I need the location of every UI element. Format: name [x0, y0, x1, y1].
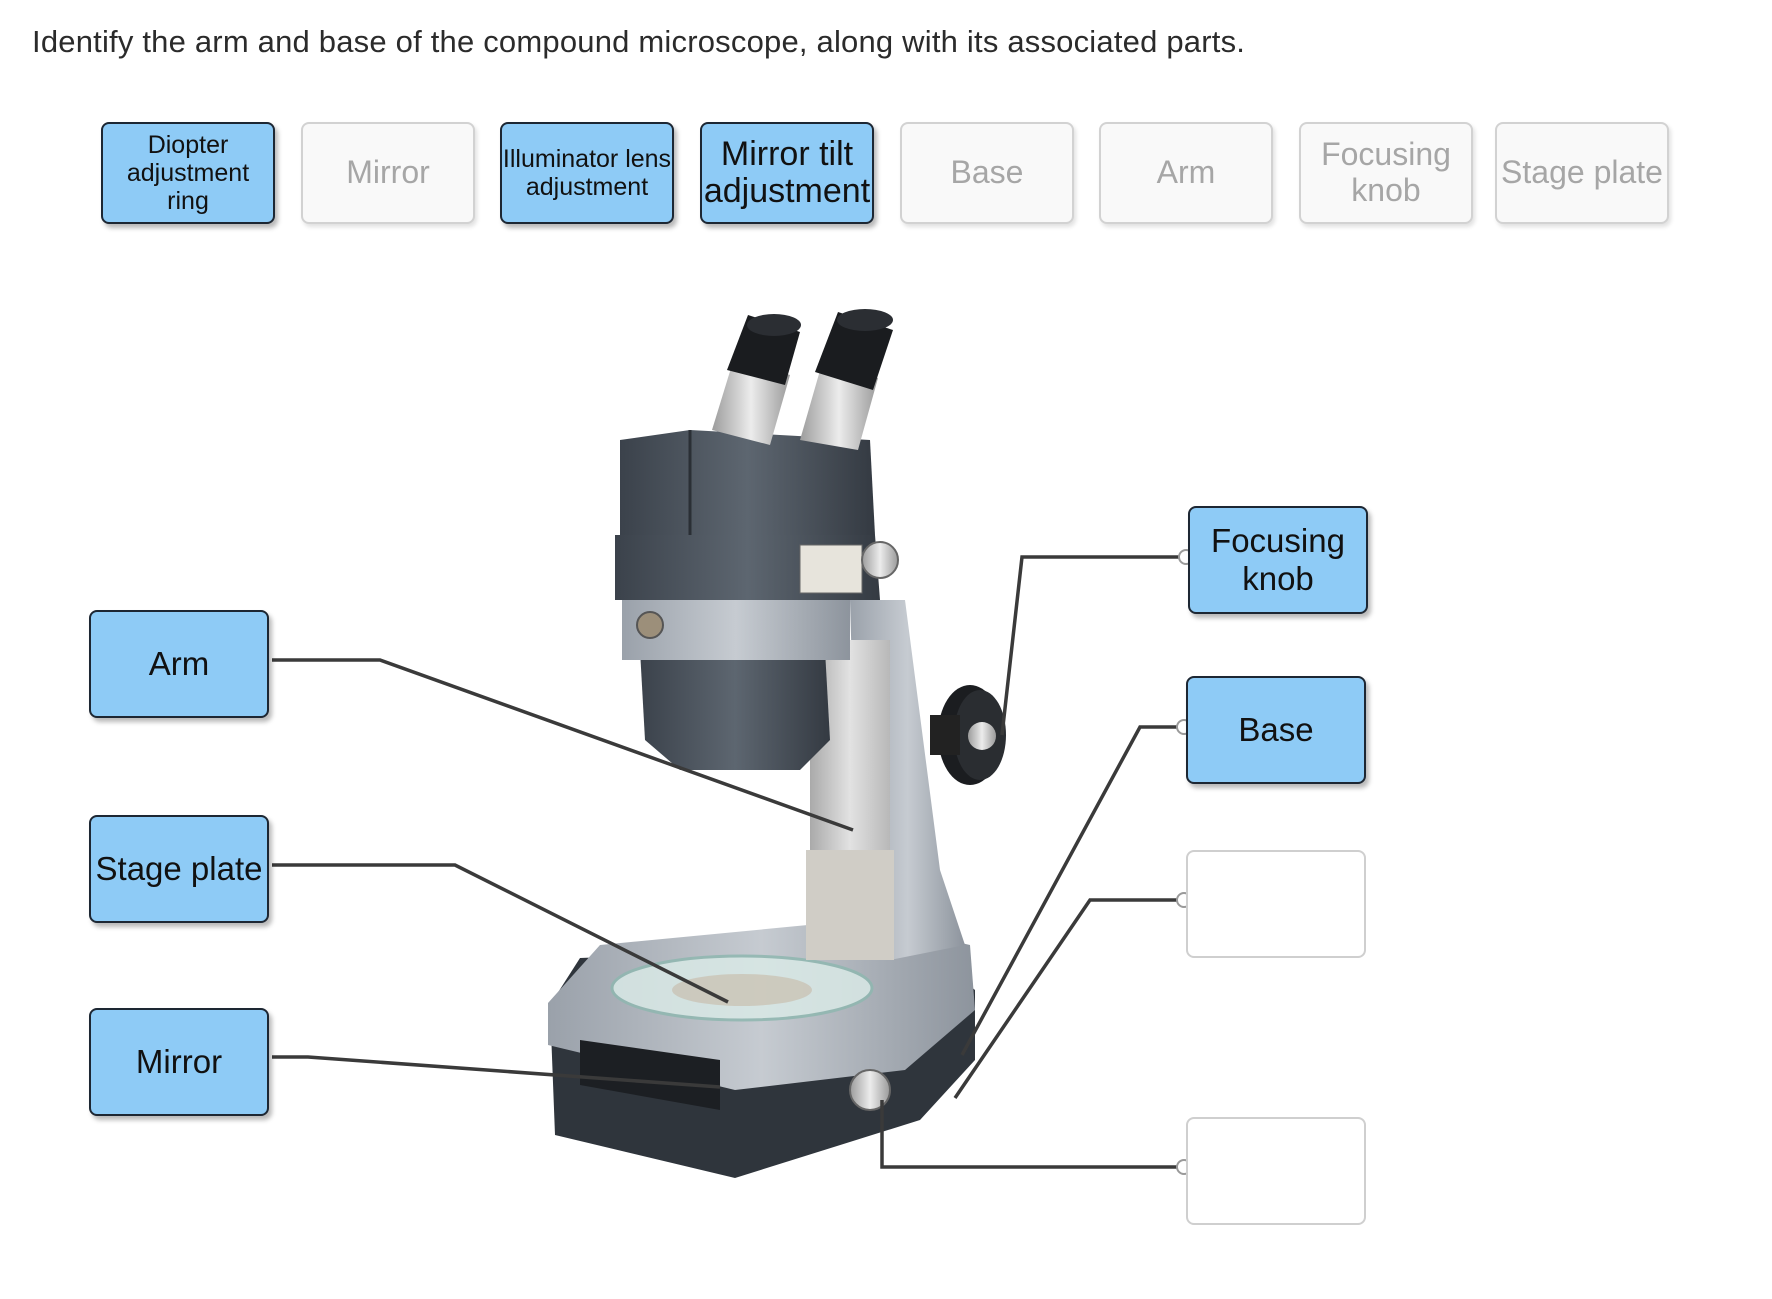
- drop-target-left-3[interactable]: Mirror: [89, 1008, 269, 1116]
- bank-chip-arm[interactable]: Arm: [1099, 122, 1273, 224]
- bank-chip-base[interactable]: Base: [900, 122, 1074, 224]
- bank-chip-diopter-adjustment-ring[interactable]: Diopter adjustment ring: [101, 122, 275, 224]
- microscope-head-drawing: [615, 430, 899, 770]
- drop-target-right-1[interactable]: Focusing knob: [1188, 506, 1368, 614]
- drop-target-left-2[interactable]: Stage plate: [89, 815, 269, 923]
- leader-line-base: [960, 725, 1184, 1056]
- leader-line-arm: [272, 658, 854, 832]
- leader-line-focusing-knob: [1000, 555, 1186, 736]
- drop-target-right-3[interactable]: [1186, 850, 1366, 958]
- drop-target-right-2[interactable]: Base: [1186, 676, 1366, 784]
- bank-chip-mirror-tilt-adjustment[interactable]: Mirror tilt adjustment: [700, 122, 874, 224]
- question-text: Identify the arm and base of the compoun…: [32, 24, 1246, 59]
- focusing-knob-drawing: [930, 685, 1006, 785]
- eyepieces-drawing: [712, 309, 893, 450]
- leader-line-empty-4: [880, 1100, 1184, 1169]
- drop-target-right-4[interactable]: [1186, 1117, 1366, 1225]
- leader-line-empty-3: [953, 898, 1184, 1099]
- leader-line-mirror: [272, 1055, 721, 1089]
- drop-target-left-1[interactable]: Arm: [89, 610, 269, 718]
- bank-chip-stage-plate[interactable]: Stage plate: [1495, 122, 1669, 224]
- leader-lines: [272, 555, 1186, 1169]
- leader-line-stage-plate: [272, 863, 729, 1004]
- microscope-base-drawing: [548, 920, 975, 1178]
- bank-chip-mirror[interactable]: Mirror: [301, 122, 475, 224]
- bank-chip-focusing-knob[interactable]: Focusing knob: [1299, 122, 1473, 224]
- bank-chip-illuminator-lens-adjustment[interactable]: Illuminator lens adjustment: [500, 122, 674, 224]
